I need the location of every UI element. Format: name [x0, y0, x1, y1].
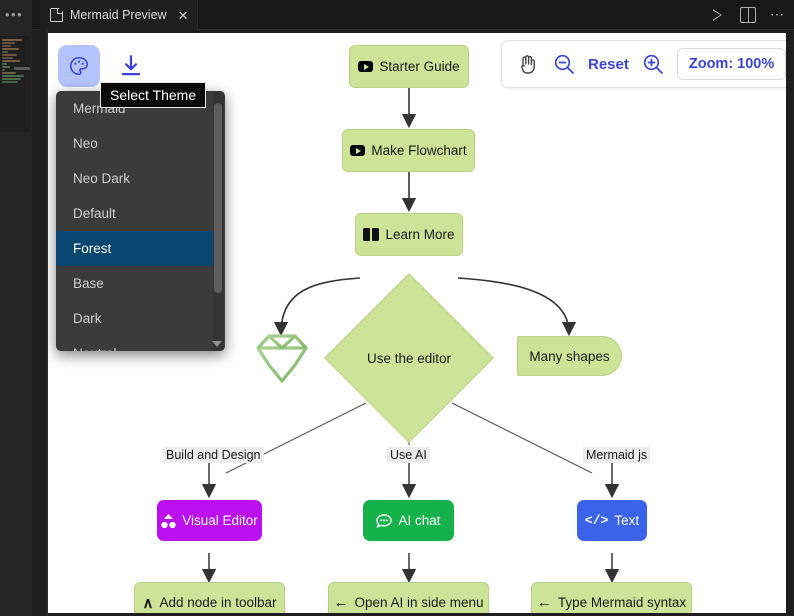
zoom-in-icon[interactable]: [641, 52, 665, 76]
book-icon: [363, 228, 380, 241]
minimap-scrollbar[interactable]: [14, 67, 30, 70]
select-theme-button[interactable]: [58, 45, 100, 87]
download-icon: [121, 55, 141, 76]
dropdown-scrollbar[interactable]: [212, 91, 224, 351]
code-icon: </>: [584, 513, 609, 528]
download-button[interactable]: [118, 53, 144, 79]
zoom-out-icon[interactable]: [552, 52, 576, 76]
chevron-down-icon[interactable]: [212, 341, 222, 347]
chat-bubble-icon: [376, 513, 393, 528]
dropdown-scrollbar-thumb[interactable]: [214, 103, 222, 293]
theme-dropdown-list: Mermaid Neo Neo Dark Default Forest Base…: [56, 91, 213, 351]
node-text[interactable]: </> Text: [577, 500, 647, 541]
file-icon: [50, 8, 63, 22]
edge-label-build-and-design: Build and Design: [163, 447, 264, 463]
activity-more-icon[interactable]: •••: [5, 7, 24, 22]
theme-option-base[interactable]: Base: [73, 276, 104, 291]
node-label: Add node in toolbar: [159, 595, 277, 610]
palette-icon: [70, 56, 89, 76]
edge-label-mermaid-js: Mermaid js: [583, 447, 651, 463]
arrow-left-icon: ←: [333, 594, 349, 611]
node-label: Type Mermaid syntax: [557, 595, 687, 610]
activity-bar: •••: [0, 0, 32, 616]
youtube-icon: [350, 145, 366, 156]
hand-pan-icon[interactable]: [516, 52, 540, 76]
node-visual-editor[interactable]: Visual Editor: [157, 500, 262, 541]
arrow-left-icon: ←: [536, 594, 552, 611]
edge-label-use-ai: Use AI: [387, 447, 430, 463]
ellipsis-icon[interactable]: ⋯: [770, 6, 786, 22]
split-editor-icon[interactable]: [740, 7, 756, 23]
theme-option-neutral[interactable]: Neutral: [56, 336, 213, 351]
tab-mermaid-preview[interactable]: Mermaid Preview ✕: [40, 0, 199, 30]
node-learn-more[interactable]: Learn More: [355, 213, 463, 256]
node-label: Many shapes: [529, 348, 610, 364]
theme-option-forest[interactable]: Forest: [56, 231, 213, 266]
caret-up-icon: ∧: [142, 594, 154, 612]
gem-icon: [256, 334, 308, 383]
sitemap-icon: [161, 513, 176, 528]
editor-actions: ⋯: [710, 0, 786, 30]
node-open-ai-in-side-menu[interactable]: ← Open AI in side menu: [328, 582, 489, 613]
node-label: Text: [614, 513, 640, 528]
node-label: AI chat: [398, 513, 441, 528]
node-label: Visual Editor: [182, 513, 258, 528]
play-icon[interactable]: [710, 7, 726, 23]
node-type-mermaid-syntax[interactable]: ← Type Mermaid syntax: [531, 582, 692, 613]
select-theme-tooltip: Select Theme: [100, 82, 207, 108]
node-many-shapes[interactable]: Many shapes: [517, 336, 622, 376]
node-add-node-in-toolbar[interactable]: ∧ Add node in toolbar: [134, 582, 285, 613]
tab-bar: Mermaid Preview ✕ ⋯: [32, 0, 794, 30]
node-ai-chat[interactable]: AI chat: [363, 500, 454, 541]
theme-option-neo[interactable]: Neo: [73, 136, 98, 151]
zoom-level-badge[interactable]: Zoom: 100%: [676, 48, 786, 80]
theme-dropdown[interactable]: Mermaid Neo Neo Dark Default Forest Base…: [56, 91, 225, 351]
theme-option-default[interactable]: Default: [73, 206, 116, 221]
mermaid-preview-canvas: Starter Guide Make Flowchart Learn More …: [48, 33, 786, 613]
node-use-the-editor-label: Use the editor: [366, 350, 452, 366]
theme-option-neo-dark[interactable]: Neo Dark: [73, 171, 131, 186]
theme-option-dark[interactable]: Dark: [73, 311, 102, 326]
node-label: Open AI in side menu: [354, 595, 484, 610]
code-minimap[interactable]: [0, 36, 30, 132]
reset-zoom-button[interactable]: Reset: [588, 55, 629, 73]
youtube-icon: [358, 61, 374, 72]
node-make-flowchart[interactable]: Make Flowchart: [342, 129, 475, 172]
editor-gutter: [32, 0, 48, 616]
close-icon[interactable]: ✕: [177, 7, 189, 23]
node-label: Starter Guide: [379, 59, 460, 74]
tab-title: Mermaid Preview: [70, 8, 167, 22]
node-starter-guide[interactable]: Starter Guide: [349, 45, 469, 88]
node-label: Learn More: [385, 227, 455, 242]
node-label: Make Flowchart: [371, 143, 467, 158]
zoom-toolbar: Reset Zoom: 100%: [501, 40, 786, 88]
